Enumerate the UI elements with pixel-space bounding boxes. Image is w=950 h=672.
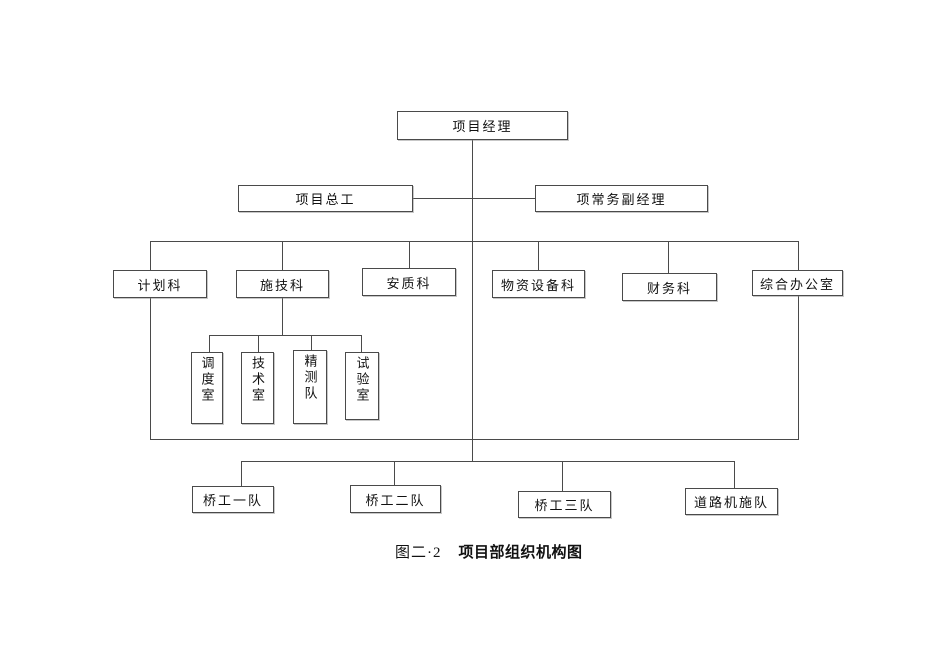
figure-number: 图二·2 [395,545,442,561]
node-precise-survey-team-label: 精测队 [302,354,318,402]
drop-crew-bridge-3 [562,461,563,491]
node-dispatch-office: 调度室 [191,352,223,424]
drop-construction-tech [282,241,283,271]
node-dept-general-office: 综合办公室 [752,270,843,296]
drop-test-lab [361,335,362,352]
node-dispatch-office-label: 调度室 [199,356,215,404]
connector-level2-horizontal [413,198,535,199]
drop-safety-quality [409,241,410,269]
drop-dispatch-office [209,335,210,352]
node-crew-bridge-1: 桥工一队 [192,486,274,513]
node-dept-materials-equipment: 物资设备科 [492,270,585,298]
node-precise-survey-team: 精测队 [293,350,327,424]
node-chief-engineer: 项目总工 [238,185,413,212]
connector-level5-horizontal [241,461,735,462]
connector-frame-right-vertical [798,241,799,439]
drop-crew-bridge-2 [394,461,395,485]
figure-caption: 图二·2 项目部组织机构图 [395,541,583,562]
node-dept-construction-tech: 施技科 [236,270,329,298]
node-crew-road-machinery: 道路机施队 [685,488,778,515]
connector-frame-left-vertical [150,241,151,439]
node-technology-office: 技术室 [241,352,274,424]
node-test-lab-label: 试验室 [354,356,370,404]
node-dept-planning: 计划科 [113,270,207,298]
connector-frame-bottom [150,439,799,440]
connector-root-vertical [472,140,473,461]
connector-shiji-down [282,298,283,335]
node-crew-bridge-3: 桥工三队 [518,491,611,518]
node-dept-finance: 财务科 [622,273,717,301]
figure-title: 项目部组织机构图 [458,545,583,561]
drop-precise-survey-team [311,335,312,350]
drop-materials-equipment [538,241,539,270]
connector-level3-horizontal [150,241,799,242]
node-test-lab: 试验室 [345,352,379,420]
node-deputy-manager: 项常务副经理 [535,185,708,212]
node-dept-safety-quality: 安质科 [362,268,456,296]
drop-technology-office [258,335,259,352]
drop-finance [668,241,669,273]
drop-crew-bridge-1 [241,461,242,486]
node-project-manager: 项目经理 [397,111,568,140]
connector-level4-horizontal [209,335,362,336]
node-crew-bridge-2: 桥工二队 [350,485,441,513]
drop-crew-road-machinery [734,461,735,488]
node-technology-office-label: 技术室 [250,356,265,404]
